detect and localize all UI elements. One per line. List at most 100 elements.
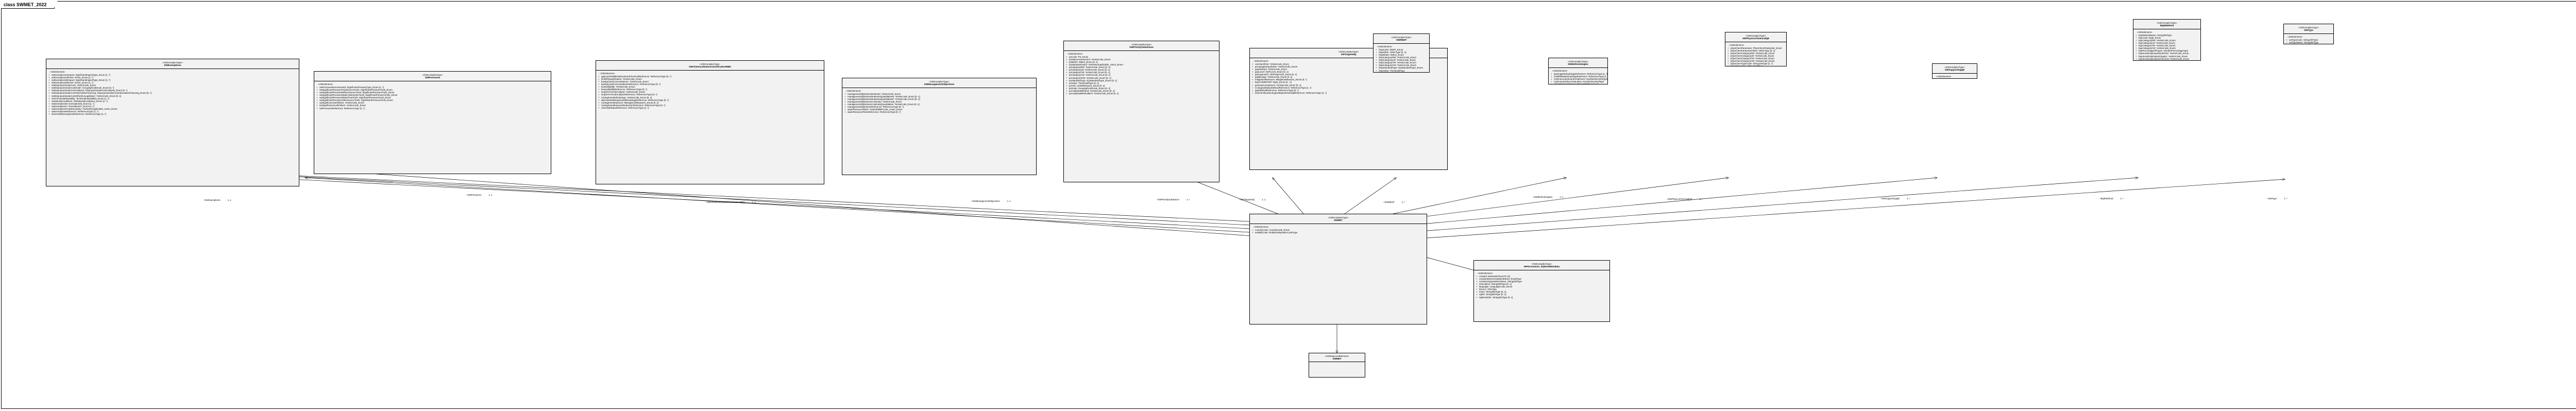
visibility-marker: + [844,97,846,100]
class-attributes: «XSDelement»+countryCode: CountryCode_En… [1250,224,1427,235]
attribute-signature: waterResourcePlansReference: ReferenceTy… [848,111,901,114]
attribute-signature: swExemption45Impact: SignificantImpactTy… [52,78,110,81]
attribute-signature: description: String250Type [0..1] [1479,283,1512,286]
class-attribute: +psStandardType: EQStandardType_Enum [0.… [1065,79,1218,82]
class-attributes: «XSDelement»+swPressuresNotAssessed: Sig… [314,81,551,111]
visibility-marker: + [844,111,846,114]
association-multiplicity: 1..1 [1007,200,1011,202]
visibility-marker: + [48,99,50,102]
visibility-marker: + [598,80,600,83]
visibility-marker: + [2136,36,2137,39]
class-stereotype: «XSDcomplexType» [1131,43,1152,46]
attribute-signature: managementObjectivesContinuity: YesNoCod… [848,100,902,104]
visibility-marker: + [2136,57,2137,60]
class-stereotype: «XSDcomplexType» [1944,66,1965,68]
attribute-signature: physChemParameterOther: OtherType [0..1] [1731,49,1775,52]
class-attribute: +bqeCategoryTW: YesNoCode_Enum [2134,44,2199,47]
visibility-marker: + [844,103,846,106]
attribute-signature: swDisproportionateCostAlternativeFinanci… [52,92,152,95]
attribute-signature: psCategoryTeW: YesNoCode_Enum [0..1] [1069,76,1111,79]
visibility-marker: + [1727,57,1729,60]
visibility-marker: + [598,101,600,104]
visibility-marker: + [598,98,600,101]
attributes-stereotype: «XSDelement» [600,72,615,75]
class-box-swsupportingqe[interactable]: «XSDcomplexType»SWSupportingQE«XSDelemen… [1932,63,1977,79]
class-name: SWTargetedQ [1341,53,1357,56]
visibility-marker: + [316,107,318,110]
attribute-signature: bqeCategoryLW: YesNoCode_Enum [2139,42,2175,45]
attribute-signature: rbspCategoryLW: YesNoCode_Enum [1379,59,1416,62]
class-attribute: +swExemption45Driver: Driver_Enum [1..*] [47,81,298,84]
attribute-signature: rbspCategoryTW: YesNoCode_Enum [1379,61,1416,64]
class-attribute: +psMatrix: Matrix_Enum [0..1] [1065,61,1218,63]
attribute-signature: physChemCategoryTW: YesNoCode_Enum [1731,57,1775,60]
class-attribute: +supportingQECode: SupportingQE_Enum [1934,78,1977,79]
visibility-marker: + [48,97,50,100]
attribute-signature: swSignificantPressureDiffuseSourceTools:… [319,91,395,94]
class-box-swrbsp[interactable]: «XSDcomplexType»SWRBSP«XSDelement»+rbspC… [1373,33,1430,73]
class-box-swphyschem[interactable]: «XSDcomplexType»SWPhysicoChemicalQE«XSDe… [1725,32,1787,66]
class-box-swchemstatus[interactable]: «XSDcomplexType»SWChemicalStatusClassifi… [596,60,824,184]
attribute-signature: swSignificantPressureWaterFlowTools: Sig… [319,96,391,99]
class-box-wfdcommon[interactable]: «XSDcomplexType»WFDCommon_DQIInstMetadat… [1473,260,1610,322]
class-attribute: +swDisproportionateCost: YesNoCode_Enum [47,84,298,87]
class-attribute: +swTechnicalInfeasibility: TechnicalInfe… [47,97,298,100]
visibility-marker: + [1551,80,1552,83]
class-attribute: +gepApproach: GEPApproach_Enum [0..1] [1251,73,1446,76]
class-attribute: +physChemCategoryRW: YesNoCode_Enum [1726,52,1785,55]
class-box-swmet-small[interactable]: «XSDtopLevelElement»SWMET [1309,353,1365,378]
visibility-marker: + [598,96,600,99]
visibility-marker: + [2136,49,2137,53]
association-multiplicity: 1..* [2284,197,2287,200]
class-attribute: +psAnalyticalMethodBAT: YesNoCode_Enum [… [1065,92,1218,95]
visibility-marker: + [48,94,50,97]
class-attribute: +gesGepComparison: YesNoCode_Enum [0..1] [1251,84,1446,87]
class-attribute: +swExemption44Impact: SignificantImpactT… [47,74,298,76]
class-attribute: +waterResourcePlansReference: ReferenceT… [843,111,1035,113]
class-box-swtype[interactable]: «XSDcomplexType»SWType«XSDelement»+swTyp… [2283,24,2334,44]
attributes-stereotype: «XSDelement» [1552,70,1568,73]
attribute-signature: psScale: GeographicalScale_Enum [0..1] [1069,87,1111,90]
attribute-signature: bqeCategoryTW: YesNoCode_Enum [2139,44,2176,47]
class-stereotype: «XSDcomplexType» [1745,35,1766,37]
class-box-swexemptions[interactable]: «XSDcomplexType»SWExemptions«XSDelement»… [46,59,299,186]
class-header: «XSDcomplexType»SWPrioritySubstance [1064,41,1219,52]
attribute-signature: physChemCategoryCW: YesNoCode_Enum [1731,60,1775,63]
class-box-swmethodologies[interactable]: «XSDcomplexType»SWMethodologies«XSDeleme… [1548,58,1608,84]
class-box-swmet[interactable]: «XSDcomplexType»SWMET«XSDelement»+countr… [1249,214,1427,324]
visibility-marker: + [598,77,600,80]
attribute-signature: bioavailabilityReference: ReferenceType … [601,88,647,91]
class-box-swprioritysubstance[interactable]: «XSDcomplexType»SWPrioritySubstance«XSDe… [1063,41,1219,182]
visibility-marker: + [2136,60,2139,61]
class-attribute: +chemicalStatusReference: ReferenceType … [597,107,823,109]
class-header: «XSDcomplexType»SWRBSP [1374,34,1429,44]
attribute-signature: longTermTrendAnalysis: YesNoCode_Enum [601,91,646,94]
association-multiplicity: 1..* [1401,201,1405,203]
attribute-signature: smallWBsMethodologyReference: ReferenceT… [1554,75,1608,78]
class-stereotype: «XSDcomplexType» [1391,36,1412,39]
attribute-signature: mitigationMeasures: MitigationMeasure_En… [1255,78,1307,81]
class-attribute: +longTermTrendAnalysis: YesNoCode_Enum [597,91,823,93]
visibility-marker: + [844,108,846,111]
attribute-signature: created: MiscDateTimeUTC [1] [1479,275,1511,278]
class-attribute: +swTypeCode: String100Type [2285,39,2332,41]
class-box-bqemethod[interactable]: «XSDcomplexType»BQEMethod«XSDelement»+bq… [2133,19,2201,61]
class-name: SWPressures [425,76,440,79]
class-header: «XSDcomplexType»SWPressures [314,72,551,82]
visibility-marker: + [2136,33,2137,37]
attribute-signature: bqeCode: BQE_Enum [2139,36,2161,39]
visibility-marker: + [1252,91,1253,94]
visibility-marker: + [1066,90,1067,92]
class-attribute: +swExemption46: Exemption46_Enum [1..*] [47,102,298,105]
class-box-swpressures[interactable]: «XSDcomplexType»SWPressures«XSDelement»+… [314,71,551,174]
class-box-swmgmtobj[interactable]: «XSDcomplexType»SWManagementObjectives«X… [842,78,1037,175]
class-attribute: +mime: String250Type [0..1] [1475,290,1608,293]
visibility-marker: + [1476,275,1478,278]
attribute-signature: ecologicalStatusMethodReference: Referen… [1255,86,1312,89]
class-stereotype: «XSDcomplexType» [422,74,443,76]
visibility-marker: + [844,95,846,98]
